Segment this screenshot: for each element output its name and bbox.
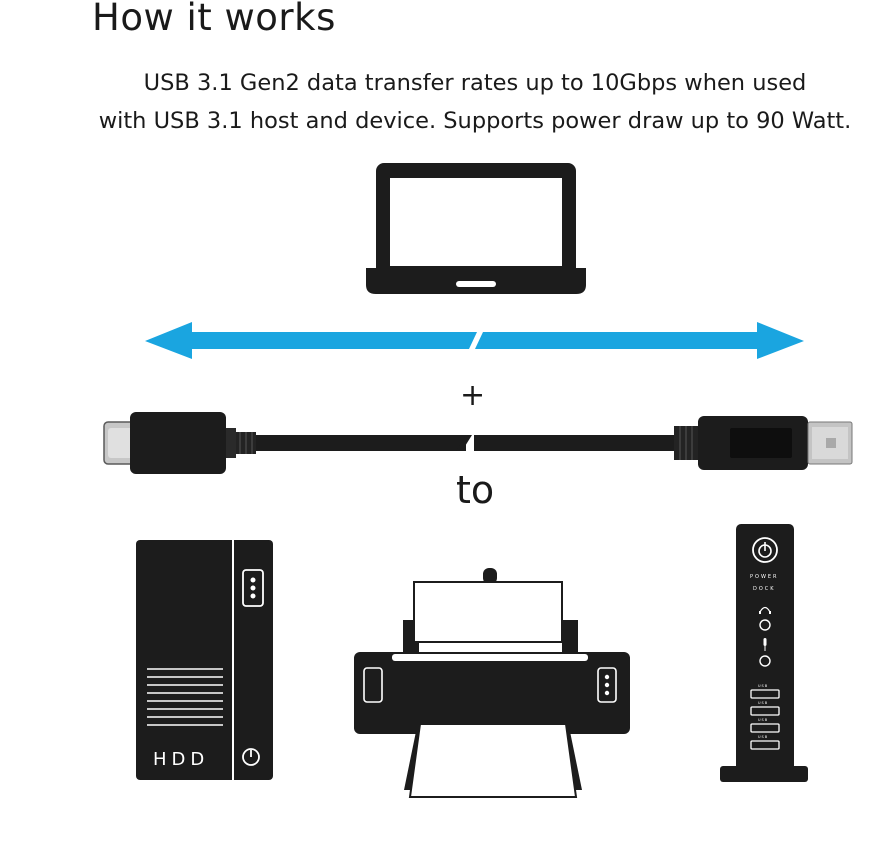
microphone-icon	[763, 638, 767, 651]
docking-station-icon: POWER DOCK USB USB USB USB	[720, 524, 808, 782]
page-title: How it works	[92, 0, 336, 39]
usb-port-label: USB	[758, 735, 768, 739]
data-transfer-arrow	[145, 322, 804, 359]
dock-power-label: POWER	[750, 574, 779, 580]
description-line-1: USB 3.1 Gen2 data transfer rates up to 1…	[143, 70, 807, 96]
to-label: to	[456, 468, 495, 512]
headphone-icon	[759, 606, 771, 614]
description-line-2: with USB 3.1 host and device. Supports p…	[98, 108, 852, 134]
dock-dock-label: DOCK	[753, 586, 776, 592]
usb-ports: USB USB USB USB	[750, 684, 780, 750]
usb-port-label: USB	[758, 718, 768, 722]
power-icon	[752, 537, 778, 563]
plus-symbol: +	[460, 378, 486, 413]
usb-cable-icon	[103, 412, 853, 474]
hdd-icon: HDD	[136, 540, 273, 780]
printer-icon	[354, 568, 630, 798]
hdd-label: HDD	[153, 749, 209, 770]
usb-port-label: USB	[758, 701, 768, 705]
power-icon	[242, 748, 260, 766]
usb-port-label: USB	[758, 684, 768, 688]
laptop-icon	[366, 163, 586, 294]
